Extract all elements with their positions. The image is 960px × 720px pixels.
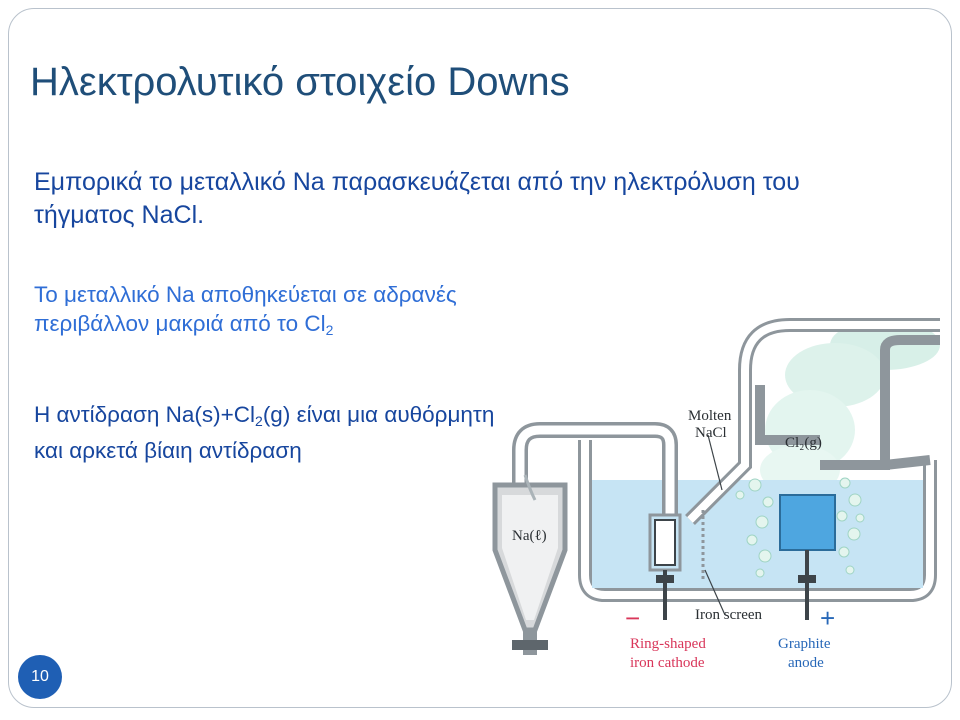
paragraph-sodium-storage: Το μεταλλικό Na αποθηκεύεται σε αδρανές … <box>34 280 494 345</box>
molten-label-line2: NaCl <box>695 425 727 441</box>
sodium-valve <box>512 640 548 650</box>
plus-sign: + <box>820 603 835 633</box>
cathode-label-line2: iron cathode <box>630 655 705 671</box>
anode-label-line1: Graphite <box>778 636 831 652</box>
page-number-badge: 10 <box>18 655 62 699</box>
chlorine-bubbles <box>735 477 865 578</box>
graphite-anode <box>779 494 836 551</box>
downs-cell-diagram: Molten NaCl Cl₂(g) Na(ℓ) Iron screen − +… <box>492 318 940 671</box>
iron-cathode <box>654 519 676 566</box>
sodium-label: Na(ℓ) <box>512 528 547 544</box>
reaction-text-part1: Η αντίδραση Na(s)+Cl <box>34 402 256 427</box>
cl2-label: Cl₂(g) <box>785 435 822 451</box>
cathode-label-line1: Ring-shaped <box>630 636 706 652</box>
molten-label-line1: Molten <box>688 408 732 424</box>
reaction-subscript: 2 <box>255 413 263 429</box>
paragraph-reaction: Η αντίδραση Na(s)+Cl2(g) είναι μια αυθόρ… <box>34 400 504 465</box>
anode-label-line2: anode <box>788 655 824 671</box>
reaction-text-part2: (g) είναι μια αυθόρμητη και αρκετά βίαιη… <box>34 402 495 463</box>
minus-sign: − <box>625 603 640 633</box>
paragraph-commercial-production: Εμπορικά το μεταλλικό Na παρασκευάζεται … <box>34 168 800 229</box>
slide-title: Ηλεκτρολυτικό στοιχείο Downs <box>30 60 570 104</box>
cl2-subscript: 2 <box>325 322 334 338</box>
iron-screen-label: Iron screen <box>695 607 763 623</box>
paragraph-sodium-storage-text: Το μεταλλικό Na αποθηκεύεται σε αδρανές … <box>34 282 457 336</box>
